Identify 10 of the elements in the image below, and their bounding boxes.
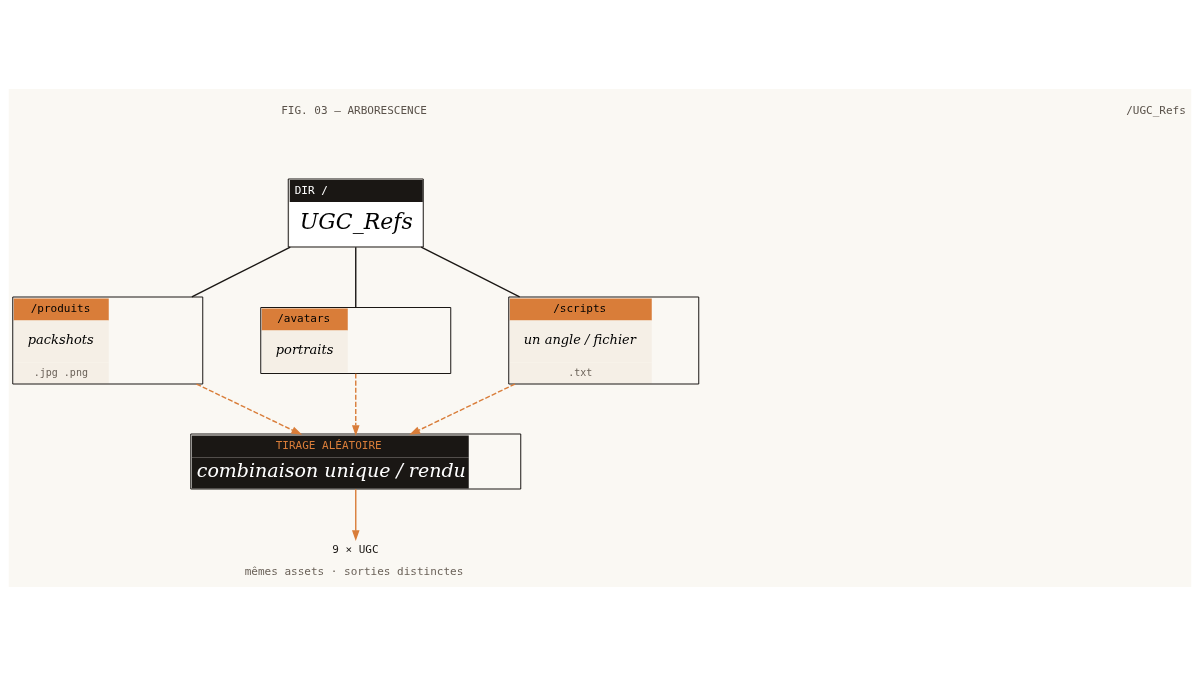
arrow [195, 382, 303, 435]
connector [191, 245, 291, 298]
connector [420, 245, 521, 298]
node-text: 9 × UGC mêmes assets · sorties distinctes [244, 542, 464, 578]
connector [355, 246, 357, 308]
arrow [351, 372, 360, 436]
label: /UGC_Refs [1126, 103, 1186, 117]
label: FIG. 03 — ARBORESCENCE [281, 103, 427, 117]
arrow [409, 382, 516, 435]
arrow [351, 487, 360, 541]
